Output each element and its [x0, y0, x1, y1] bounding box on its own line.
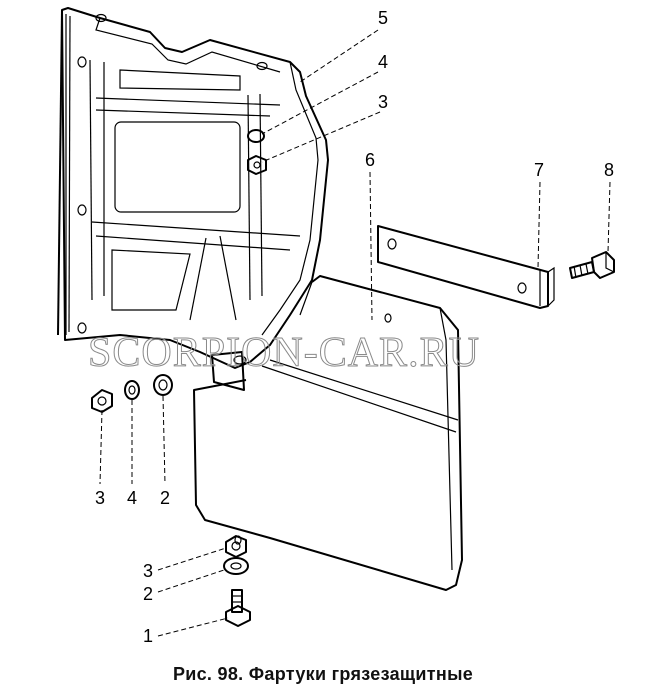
- callout-3-mid: 3: [95, 488, 105, 508]
- bolt-8: [569, 251, 615, 279]
- callout-1: 1: [143, 626, 153, 646]
- leader-lines: [99, 29, 611, 637]
- lower-fasteners: [223, 535, 251, 627]
- mud-flap: [193, 275, 463, 591]
- callout-2-low: 2: [143, 584, 153, 604]
- callout-4-top: 4: [378, 52, 388, 72]
- callout-3-low: 3: [143, 561, 153, 581]
- callout-4-mid: 4: [127, 488, 137, 508]
- strip: [377, 225, 555, 309]
- top-fasteners: [247, 129, 267, 175]
- middle-fasteners: [91, 374, 173, 413]
- mudguard-bracket: [57, 7, 329, 391]
- callout-5: 5: [378, 8, 388, 28]
- figure-caption: Рис. 98. Фартуки грязезащитные: [172, 664, 474, 684]
- callout-6: 6: [365, 150, 375, 170]
- callout-8: 8: [604, 160, 614, 180]
- watermark: SCORPION-CAR.RU: [88, 330, 480, 376]
- callout-7: 7: [534, 160, 544, 180]
- callout-3-top: 3: [378, 92, 388, 112]
- callout-2-mid: 2: [160, 488, 170, 508]
